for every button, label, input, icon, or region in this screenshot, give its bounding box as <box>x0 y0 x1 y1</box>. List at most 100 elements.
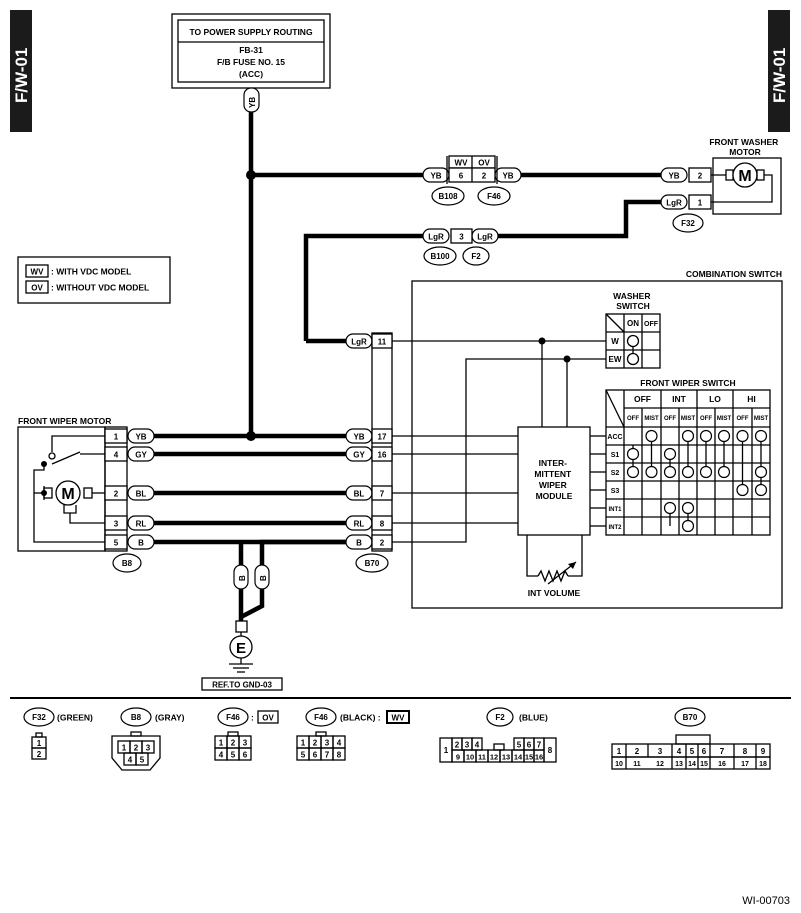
wire-label-b-vertical: B <box>233 564 249 590</box>
svg-text:ON: ON <box>627 319 639 328</box>
power-box-fb: FB-31 <box>239 45 263 55</box>
svg-text:LO: LO <box>709 394 721 404</box>
svg-text:4: 4 <box>128 756 133 765</box>
svg-text:B: B <box>259 575 268 581</box>
svg-text:9: 9 <box>456 753 460 762</box>
wire-label-bl: BL <box>345 485 373 501</box>
svg-text:4: 4 <box>219 751 224 760</box>
svg-text:COMBINATION SWITCH: COMBINATION SWITCH <box>686 269 782 279</box>
svg-text:8: 8 <box>337 751 342 760</box>
wire-label-lgr: LgR <box>471 228 499 244</box>
svg-text:LgR: LgR <box>666 199 682 208</box>
svg-text:OFF: OFF <box>664 416 676 422</box>
svg-text:2: 2 <box>114 490 119 499</box>
wire-label-bl: BL <box>127 485 155 501</box>
connector-code-b100: B100 <box>423 246 457 266</box>
wire-label-yb: YB <box>127 428 155 444</box>
side-tag-right: F/W-01 <box>768 10 790 132</box>
svg-text:B8: B8 <box>122 559 133 568</box>
svg-text:F46: F46 <box>226 713 240 722</box>
svg-text:B70: B70 <box>365 559 380 568</box>
svg-text::: : <box>251 713 254 723</box>
svg-text:YB: YB <box>502 172 513 181</box>
washer-motor-label-2: MOTOR <box>729 147 760 157</box>
svg-text:YB: YB <box>353 433 364 442</box>
svg-text:OFF: OFF <box>737 416 749 422</box>
connector-code-f2: F2 <box>462 246 490 266</box>
svg-text:RL: RL <box>354 520 365 529</box>
svg-text:INT2: INT2 <box>608 525 622 531</box>
svg-text:6: 6 <box>243 751 248 760</box>
svg-text:1: 1 <box>617 747 622 756</box>
module-label: INTER- <box>539 458 568 468</box>
power-box-acc: (ACC) <box>239 69 263 79</box>
svg-text:WASHER SWITCH: WASHER SWITCH <box>613 291 653 311</box>
svg-text:FRONT WIPER MOTOR: FRONT WIPER MOTOR <box>18 416 111 426</box>
connector-code-f32: F32 <box>672 213 704 233</box>
svg-text:F2: F2 <box>471 252 481 261</box>
connector-view-f46-ov: F46 : OV 1 2 3 4 5 6 <box>214 707 279 761</box>
svg-text:RL: RL <box>136 520 147 529</box>
svg-text:5: 5 <box>517 741 522 750</box>
svg-text:YB: YB <box>135 433 146 442</box>
washer-switch-table: WASHER SWITCH ON OFF W EW <box>605 291 661 369</box>
svg-text:2: 2 <box>313 739 318 748</box>
svg-text:2: 2 <box>231 739 236 748</box>
wire-label-b: B <box>345 534 373 550</box>
svg-text:5: 5 <box>140 756 145 765</box>
svg-text:13: 13 <box>675 761 683 768</box>
svg-text:F46: F46 <box>314 713 328 722</box>
svg-text:12: 12 <box>490 753 498 762</box>
svg-text:(BLACK) :: (BLACK) : <box>340 713 381 723</box>
svg-text:3: 3 <box>465 741 470 750</box>
svg-text:B: B <box>356 539 362 548</box>
wire-label-yb: YB <box>345 428 373 444</box>
svg-text:4: 4 <box>677 747 682 756</box>
svg-text:INTER- MITTENT WIP: INTER- MITTENT WIPER MODULE <box>534 458 573 501</box>
connector-b70: 11 17 16 7 8 2 <box>371 332 393 552</box>
svg-text:LgR: LgR <box>351 338 367 347</box>
module-label-4: MODULE <box>536 491 573 501</box>
int-volume: INT VOLUME <box>526 535 583 598</box>
svg-text:13: 13 <box>502 753 510 762</box>
front-washer-motor: FRONT WASHER MOTOR 2 1 M <box>688 137 782 215</box>
svg-text:15: 15 <box>700 761 708 768</box>
svg-text:16: 16 <box>718 761 726 768</box>
connector-code-b8: B8 <box>112 553 142 573</box>
svg-text:M: M <box>738 168 751 185</box>
svg-text:11: 11 <box>478 753 486 762</box>
svg-text:8: 8 <box>548 746 553 755</box>
svg-text:WV: WV <box>31 268 45 277</box>
wire-label-rl: RL <box>127 515 155 531</box>
svg-text:YB: YB <box>668 172 679 181</box>
splice-dot <box>246 431 256 441</box>
svg-text:3: 3 <box>658 747 663 756</box>
svg-text:EW: EW <box>609 355 622 364</box>
svg-text:S2: S2 <box>611 470 620 477</box>
wire-label-yb: YB <box>660 167 688 183</box>
svg-text:(BLUE): (BLUE) <box>519 713 548 723</box>
svg-text:MIST: MIST <box>717 416 732 422</box>
side-tag-left: F/W-01 <box>10 10 32 132</box>
connector-view-f46-wv: F46 (BLACK) : WV 1 2 3 4 5 6 7 8 <box>296 707 410 761</box>
washer-motor-label: FRONT WASHER <box>709 137 778 147</box>
svg-text:7: 7 <box>720 747 725 756</box>
figure-id: WI-00703 <box>742 895 790 907</box>
svg-text:W: W <box>611 337 619 346</box>
wire-label-yb: YB <box>494 167 522 183</box>
wire-label-gy: GY <box>345 446 373 462</box>
intermittent-wiper-module: INTER- MITTENT WIPER MODULE <box>517 426 591 536</box>
svg-text:E: E <box>236 640 246 657</box>
svg-text:GY: GY <box>135 451 147 460</box>
svg-text:4: 4 <box>337 739 342 748</box>
svg-text:(GRAY): (GRAY) <box>155 713 185 723</box>
svg-text:16: 16 <box>378 451 387 460</box>
svg-text:3: 3 <box>146 744 151 753</box>
svg-text:FRONT WASHER MOTOR: FRONT WASHER MOTOR <box>709 137 780 157</box>
svg-text:B100: B100 <box>430 252 450 261</box>
combination-switch: COMBINATION SWITCH <box>411 269 783 609</box>
svg-text:: WITHOUT VDC MODEL: : WITHOUT VDC MODEL <box>51 283 149 293</box>
svg-text:2: 2 <box>455 741 460 750</box>
svg-text:17: 17 <box>741 761 749 768</box>
